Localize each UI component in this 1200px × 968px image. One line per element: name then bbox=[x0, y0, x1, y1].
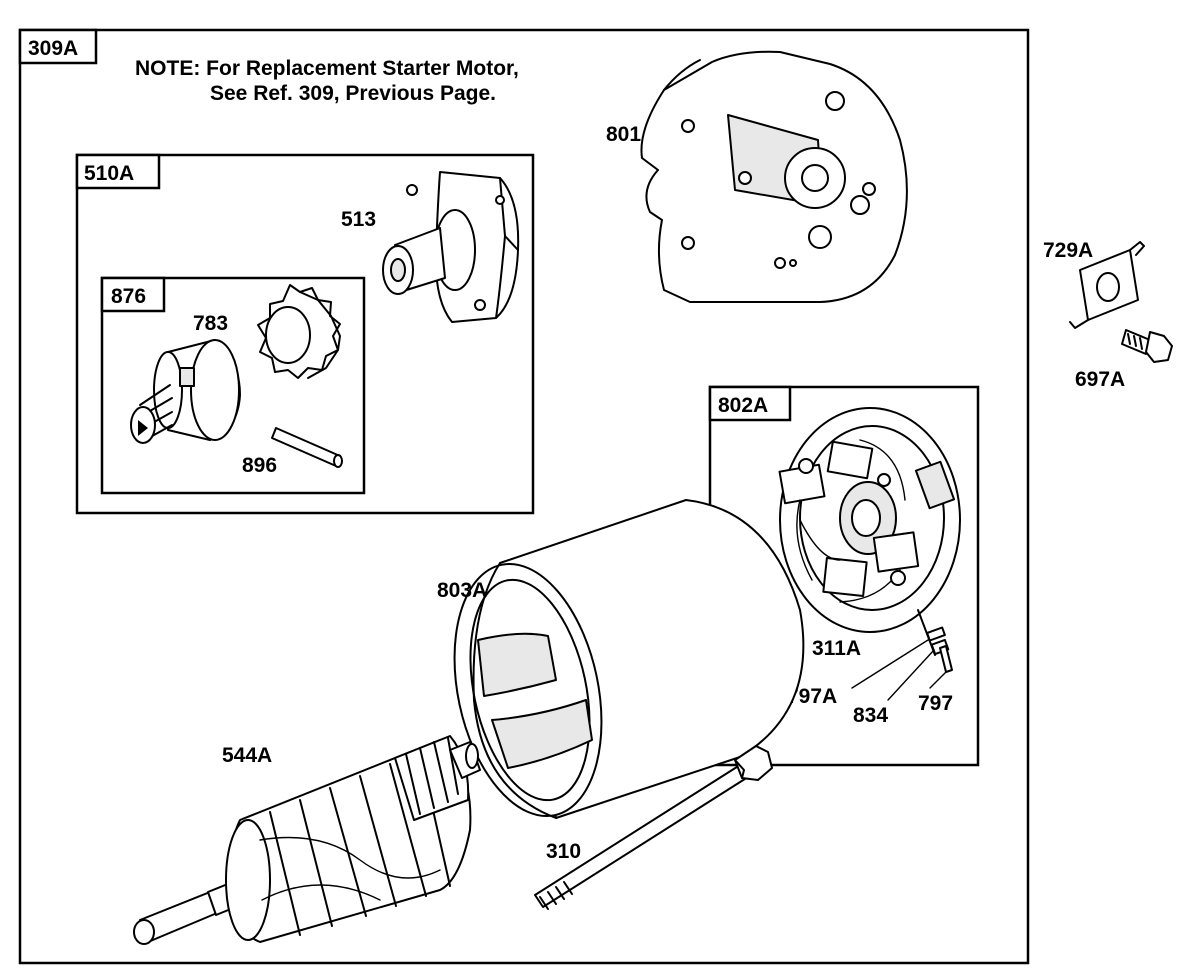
label-797: 797 bbox=[918, 692, 953, 715]
leader-797 bbox=[929, 671, 947, 689]
label-310: 310 bbox=[546, 840, 581, 863]
label-803a: 803A bbox=[437, 579, 487, 602]
label-513: 513 bbox=[341, 208, 376, 231]
group-tag-510a bbox=[75, 153, 161, 190]
label-797a: 797A bbox=[787, 685, 837, 708]
drive-clutch-drawing bbox=[130, 339, 241, 444]
pinion-gear-drawing bbox=[257, 284, 341, 379]
diagram-frame bbox=[18, 28, 1030, 965]
main-ref-label: 309A bbox=[28, 37, 78, 60]
bracket-drawing bbox=[1069, 241, 1145, 329]
bracket-screw-drawing bbox=[1121, 329, 1173, 363]
group-label-802a: 802A bbox=[718, 394, 768, 417]
label-834: 834 bbox=[853, 704, 888, 727]
leader-834 bbox=[887, 649, 935, 701]
label-896: 896 bbox=[242, 454, 277, 477]
main-ref-tag bbox=[18, 28, 98, 65]
group-box-510a bbox=[75, 153, 535, 515]
through-bolt-drawing bbox=[534, 745, 773, 910]
end-bracket-drawing bbox=[640, 50, 908, 303]
group-tag-876 bbox=[100, 276, 166, 313]
group-tag-802a bbox=[708, 385, 792, 422]
label-697a: 697A bbox=[1075, 368, 1125, 391]
motor-housing-drawing bbox=[453, 499, 805, 819]
drive-housing-drawing bbox=[382, 171, 520, 323]
group-box-876 bbox=[100, 276, 366, 495]
label-544a: 544A bbox=[222, 744, 272, 767]
note-line-2: See Ref. 309, Previous Page. bbox=[210, 82, 496, 105]
brush-end-cap-drawing bbox=[778, 407, 961, 673]
group-label-510a: 510A bbox=[84, 162, 134, 185]
label-729a: 729A bbox=[1043, 239, 1093, 262]
group-label-876: 876 bbox=[111, 285, 146, 308]
label-801: 801 bbox=[606, 123, 641, 146]
label-783: 783 bbox=[193, 312, 228, 335]
note-line-1: NOTE: For Replacement Starter Motor, bbox=[135, 57, 519, 80]
leader-797a bbox=[851, 639, 929, 689]
label-311a: 311A bbox=[812, 637, 861, 660]
armature-drawing bbox=[133, 735, 481, 945]
roll-pin-drawing bbox=[271, 427, 343, 468]
